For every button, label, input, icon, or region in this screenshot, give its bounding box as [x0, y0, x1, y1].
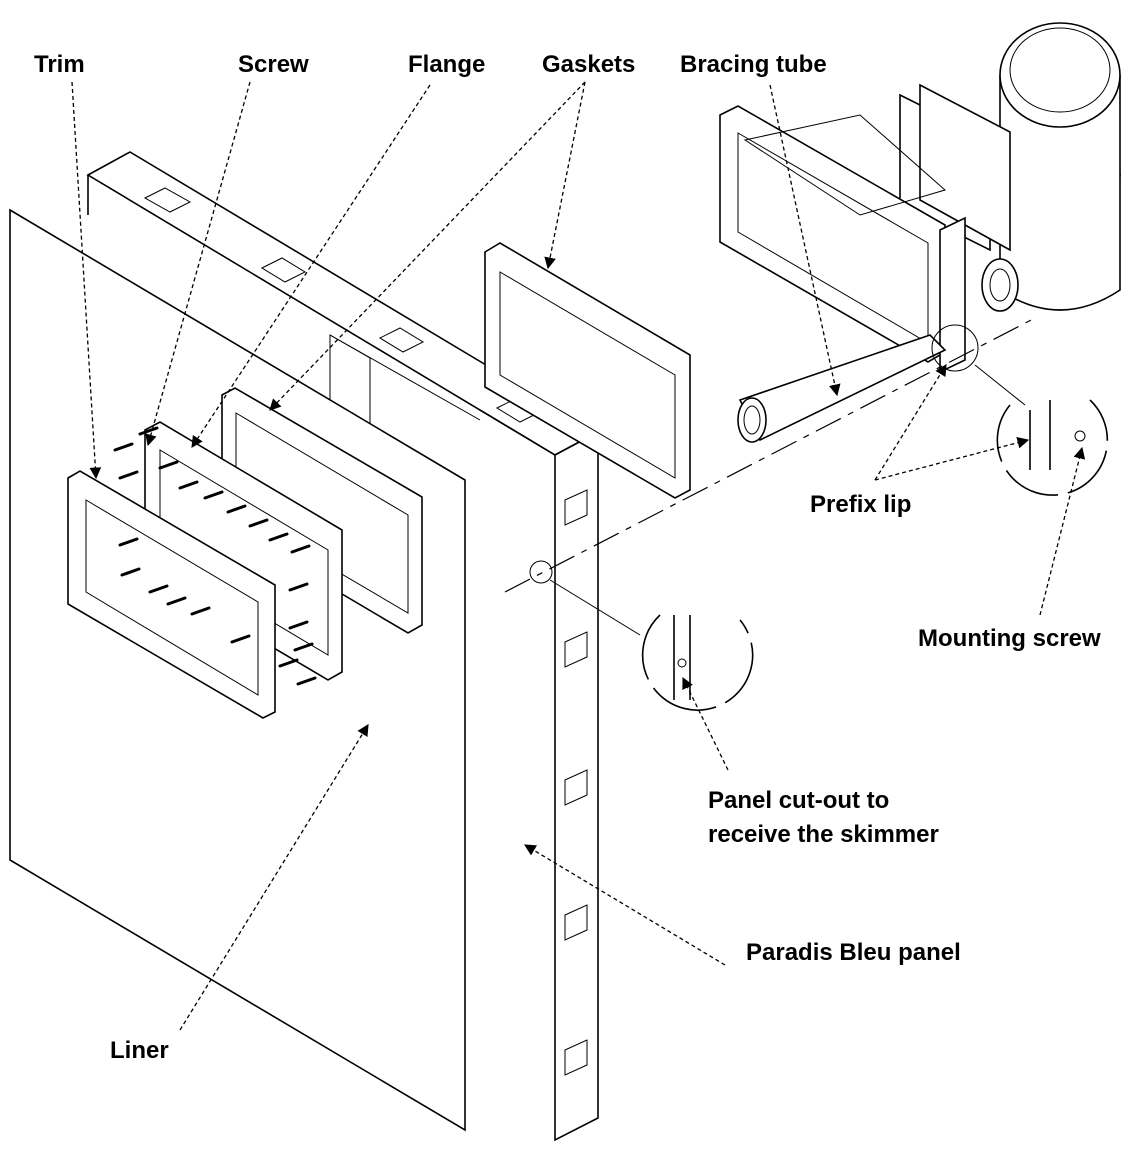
bracing-tube [737, 334, 947, 443]
label-panel-cutout-line1: Panel cut-out to [708, 787, 889, 814]
label-trim: Trim [34, 51, 85, 78]
detail-circle-prefix [931, 324, 1109, 496]
label-flange: Flange [408, 51, 485, 78]
label-paradis-bleu-panel: Paradis Bleu panel [746, 939, 961, 966]
label-prefix-lip: Prefix lip [810, 491, 911, 518]
screws [113, 426, 317, 686]
trim [67, 470, 276, 719]
leader-lines [71, 81, 1086, 1031]
label-bracing-tube: Bracing tube [680, 51, 827, 78]
label-screw: Screw [238, 51, 309, 78]
label-mounting-screw: Mounting screw [918, 625, 1101, 652]
label-liner: Liner [110, 1037, 169, 1064]
label-gaskets: Gaskets [542, 51, 635, 78]
skimmer-body [719, 22, 1121, 374]
label-panel-cutout-line2: receive the skimmer [708, 821, 939, 848]
paradis-bleu-panel [86, 151, 600, 1142]
gasket-back [484, 242, 691, 499]
